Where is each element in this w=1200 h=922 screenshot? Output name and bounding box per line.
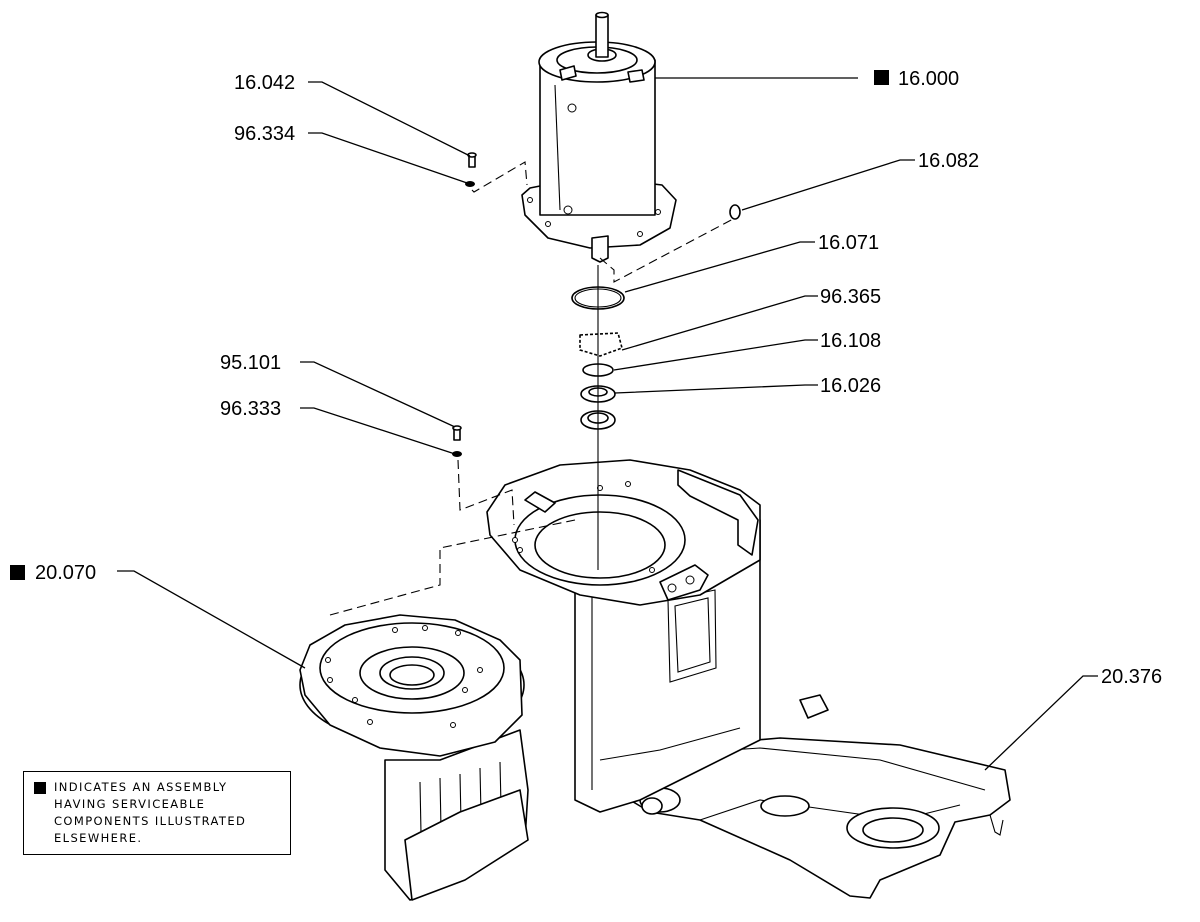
legend-box: INDICATES AN ASSEMBLY HAVING SERVICEABLE…: [23, 771, 291, 855]
column-housing-part: [486, 459, 761, 813]
callout-16-042: 16.042: [234, 72, 295, 94]
motor-part: [521, 11, 677, 263]
small-parts-stack: [571, 204, 741, 570]
clip-16-082: [729, 204, 741, 220]
legend-line-1: INDICATES AN ASSEMBLY: [54, 780, 228, 794]
callout-20-376: 20.376: [1101, 666, 1162, 688]
callout-96-333: 96.333: [220, 398, 281, 420]
legend-assembly-marker: [34, 782, 46, 794]
assembly-marker-20-070: [10, 565, 25, 580]
legend-line-4: ELSEWHERE.: [54, 831, 143, 845]
callout-16-000: 16.000: [898, 68, 959, 90]
callout-16-071: 16.071: [818, 232, 879, 254]
gear-housing-part: [299, 614, 529, 901]
leader-lines: [117, 77, 1098, 771]
callout-95-101: 95.101: [220, 352, 281, 374]
callout-16-108: 16.108: [820, 330, 881, 352]
callout-20-070: 20.070: [35, 562, 96, 584]
callout-96-365: 96.365: [820, 286, 881, 308]
callout-labels: 16.042 96.334 16.000 16.082 16.071 96.36…: [10, 68, 1162, 688]
callout-16-026: 16.026: [820, 375, 881, 397]
legend-line-2: HAVING SERVICEABLE: [54, 797, 206, 811]
legend-line-3: COMPONENTS ILLUSTRATED: [54, 814, 247, 828]
assembly-dash-lines: [329, 161, 736, 616]
screws-group: [452, 152, 477, 457]
callout-96-334: 96.334: [234, 123, 295, 145]
gear-96-365: [579, 332, 623, 357]
assembly-marker-16-000: [874, 70, 889, 85]
callout-16-082: 16.082: [918, 150, 979, 172]
